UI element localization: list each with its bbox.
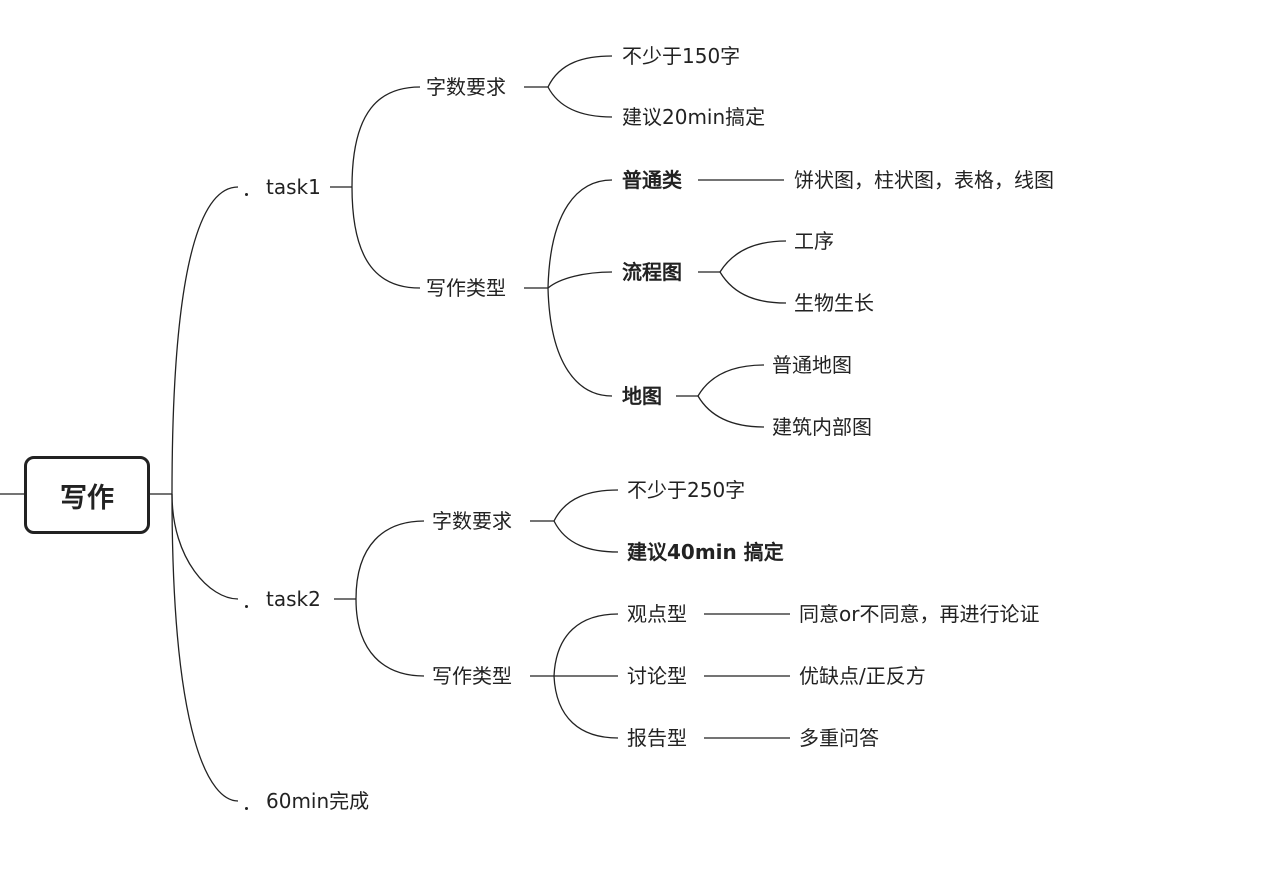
task1-wordcount-node[interactable]: 字数要求: [426, 75, 506, 99]
connector-t1wc-item1: [547, 55, 613, 88]
total-time-marker-dot: [245, 807, 248, 810]
task1-type-map-node[interactable]: 地图: [622, 384, 662, 408]
task1-flowchart-item-2[interactable]: 生物生长: [794, 291, 874, 315]
task2-wordcount-node[interactable]: 字数要求: [432, 509, 512, 533]
task2-node[interactable]: task2: [266, 587, 321, 611]
task2-type-opinion-detail[interactable]: 同意or不同意，再进行论证: [799, 602, 1040, 626]
connector-t1wc-item2: [547, 86, 613, 118]
connector-t1types-flowchart: [547, 271, 613, 289]
task2-type-report-detail[interactable]: 多重问答: [799, 726, 879, 750]
task1-map-item-1[interactable]: 普通地图: [772, 353, 852, 377]
task1-wordcount-item-1[interactable]: 不少于150字: [622, 44, 741, 68]
task2-type-report-node[interactable]: 报告型: [627, 726, 687, 750]
connector-t2types-opinion: [553, 613, 619, 677]
connector-t2types-report: [553, 675, 619, 739]
task1-type-common-detail[interactable]: 饼状图，柱状图，表格，线图: [794, 168, 1054, 192]
connector-map-item2: [697, 395, 765, 428]
connector-task2-types: [355, 598, 425, 677]
task2-type-discussion-detail[interactable]: 优缺点/正反方: [799, 664, 926, 688]
connector-t2wc-item1: [553, 489, 619, 522]
connector-t2wc-item2: [553, 520, 619, 553]
task1-flowchart-item-1[interactable]: 工序: [794, 229, 834, 253]
task2-marker-dot: [245, 605, 248, 608]
task2-type-opinion-node[interactable]: 观点型: [627, 602, 687, 626]
task1-wordcount-item-2[interactable]: 建议20min搞定: [622, 105, 766, 129]
task1-type-common-node[interactable]: 普通类: [622, 168, 682, 192]
root-label: 写作: [60, 482, 114, 514]
task2-type-discussion-node[interactable]: 讨论型: [627, 664, 687, 688]
task2-types-node[interactable]: 写作类型: [432, 664, 512, 688]
connector-task1-wordcount: [351, 86, 421, 188]
connector-t1types-common: [547, 179, 613, 289]
root-node[interactable]: 写作: [24, 456, 150, 534]
task1-types-node[interactable]: 写作类型: [426, 276, 506, 300]
connector-root-task1: [171, 186, 239, 495]
task2-wordcount-item-2[interactable]: 建议40min 搞定: [627, 540, 784, 564]
connector-map-item1: [697, 364, 765, 397]
connector-t1types-map: [547, 287, 613, 397]
connector-task1-types: [351, 186, 421, 289]
connector-flowchart-item2: [719, 271, 787, 304]
connector-task2-wordcount: [355, 520, 425, 600]
task1-type-flowchart-node[interactable]: 流程图: [622, 260, 682, 284]
task1-map-item-2[interactable]: 建筑内部图: [772, 415, 872, 439]
task1-node[interactable]: task1: [266, 175, 321, 199]
total-time-node[interactable]: 60min完成: [266, 789, 370, 813]
connector-flowchart-item1: [719, 240, 787, 273]
task1-marker-dot: [245, 193, 248, 196]
connector-root-task2: [171, 493, 239, 600]
connector-root-total-time: [171, 493, 239, 802]
task2-wordcount-item-1[interactable]: 不少于250字: [627, 478, 746, 502]
